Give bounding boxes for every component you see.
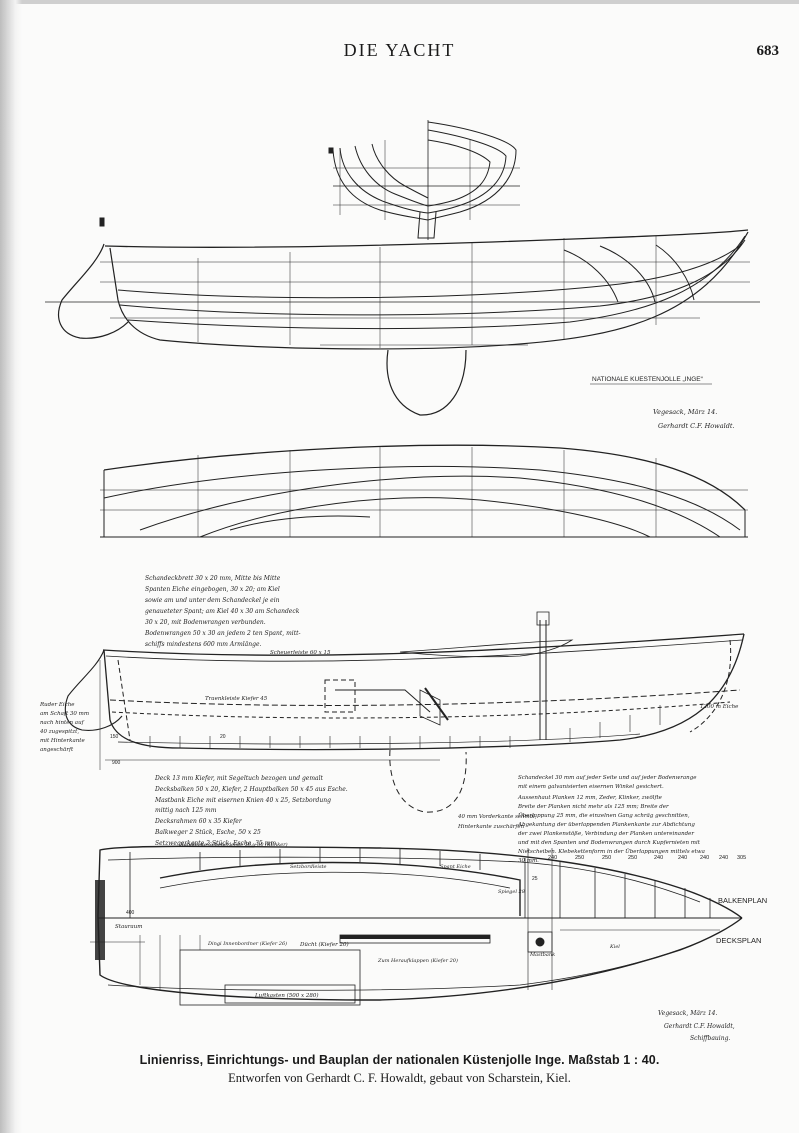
label-dingi: Dingi Innenbordner (Kiefer 26) <box>207 940 287 947</box>
small-dim-400: 400 <box>126 910 135 916</box>
note-right-9: Nietscheiben. Klebekettenform in der Übe… <box>517 848 705 855</box>
note-right-2: mit einem galvanisierten eisernen Winkel… <box>518 784 664 790</box>
signature-bottom-line-3: Schiffbauing. <box>690 1035 730 1042</box>
label-length: 1200 m Eiche <box>700 704 739 710</box>
construction-profile <box>64 611 745 813</box>
label-spiegel: Spiegel 28 <box>498 889 525 895</box>
half-breadth-plan <box>100 444 748 538</box>
small-dim-150: 150 <box>110 734 119 740</box>
label-luftkasten: Luftkasten (500 x 280) <box>254 992 319 999</box>
label-balkenplan: BALKENPLAN <box>718 896 767 905</box>
deck-plan <box>90 845 743 1006</box>
plan-dim-8: 240 <box>719 855 728 861</box>
note-rudder-3: nach hinten auf <box>40 720 85 726</box>
note-mid-1: Deck 13 mm Kiefer, mit Segeltuch bezogen… <box>154 775 324 782</box>
plan-dim-1: 240 <box>548 855 557 861</box>
page-number: 683 <box>756 43 780 59</box>
note-right-5: Überlappung 25 mm, die einzelnen Gang sc… <box>518 812 690 819</box>
figure-caption-credit: Entworfen von Gerhardt C. F. Howaldt, ge… <box>228 1071 571 1085</box>
note-rudder-6: angeschärft <box>40 747 74 753</box>
note-right-3: Aussenhaut Planken 12 mm, Zeder, Klinker… <box>517 795 663 801</box>
note-left-4: genaueteter Spant; am Kiel 40 x 30 am Sc… <box>145 608 300 615</box>
note-left-1: Schandeckbrett 30 x 20 mm, Mitte bis Mit… <box>145 575 281 582</box>
note-left-5: 30 x 20, mit Bodenwrangen verbunden. <box>145 619 266 626</box>
note-right-8: und mit den Spanten und Bodenwrangen dur… <box>518 840 701 846</box>
note-left-2: Spanten Eiche eingebogen, 30 x 20; am Ki… <box>145 586 280 593</box>
plan-dim-7: 240 <box>700 855 709 861</box>
note-left-3: sowie am und unter dem Schandeckel je ei… <box>145 597 280 604</box>
note-rudder-5: mit Hinterkante <box>40 738 85 744</box>
page-top-edge <box>0 0 799 4</box>
note-right-7: der zwei Plankenstöße, Verbindung der Pl… <box>518 831 694 837</box>
label-stauraum: Stauraum <box>115 924 142 930</box>
label-scheuerleiste: Scheuerleiste 60 x 15 <box>270 650 331 656</box>
label-stringer-top: Randleiste Scheuerleiste 50 x 30 (Klinke… <box>179 841 288 848</box>
note-keel-2: Hinterkante zuschärfen <box>457 824 525 830</box>
note-right-6: Abgekantung der überlappenden Plankenkan… <box>517 822 695 828</box>
body-plan <box>328 120 520 240</box>
label-spant-rand: Setzbordleiste <box>290 864 327 870</box>
running-head-title: DIE YACHT <box>343 40 456 60</box>
signature-bottom-line-1: Vegesack, März 14. <box>658 1010 717 1017</box>
label-traenkleiste: Traenkleiste Kiefer 45 <box>205 696 268 702</box>
sheer-plan <box>45 217 760 416</box>
note-mid-3: Mastbank Eiche mit eisernen Knien 40 x 2… <box>154 797 331 804</box>
figure-caption-title: Linienriss, Einrichtungs- und Bauplan de… <box>139 1053 660 1067</box>
plan-dim-9: 305 <box>737 855 746 861</box>
label-duecht: Dücht (Kiefer 20) <box>299 941 349 948</box>
note-rudder-1: Ruder Eiche <box>39 702 75 708</box>
plan-dim-2: 250 <box>575 855 584 861</box>
label-bodenklappen: Zum Heraufklappen (Kiefer 20) <box>377 957 458 964</box>
signature-top-line-1: Vegesack, März 14. <box>653 408 717 416</box>
note-mid-5: Decksrahmen 60 x 35 Kiefer <box>154 818 243 825</box>
plan-dim-6: 240 <box>678 855 687 861</box>
plan-dimension-row: 240 250 250 250 240 240 240 240 305 <box>548 855 746 861</box>
note-right-4: Breite der Planken nicht mehr als 125 mm… <box>517 804 669 810</box>
binding-shadow <box>0 0 22 1133</box>
label-spant: Spant Eiche <box>440 864 471 870</box>
plan-dim-3: 250 <box>602 855 611 861</box>
note-mid-7: Setzwegerkante 2 Stück, Esche, 35 mm <box>155 840 276 847</box>
plan-dim-5: 240 <box>654 855 663 861</box>
note-rudder-4: 40 zugespitzt, <box>39 729 79 735</box>
note-right-10: 30 mm. <box>518 858 539 864</box>
note-rudder-2: am Schaft 30 mm <box>40 711 89 717</box>
sheet-title-label: NATIONALE KUESTENJOLLE „INGE“ <box>592 376 703 383</box>
label-mast: Mastbank <box>529 952 555 958</box>
note-left-6: Bodenwrangen 50 x 30 an jedem 2 ten Span… <box>144 630 301 637</box>
small-dim-25: 25 <box>532 876 538 882</box>
note-mid-2: Decksbalken 50 x 20, Kiefer, 2 Hauptbalk… <box>154 786 348 793</box>
note-keel-1: 40 mm Vorderkante schmal, <box>457 814 537 820</box>
plan-dim-4: 250 <box>628 855 637 861</box>
label-kiel: Kiel <box>609 944 620 950</box>
note-left-7: schiffs mindestens 600 mm Armlänge. <box>145 641 262 648</box>
small-dim-900: 900 <box>112 760 121 766</box>
label-decksplan: DECKSPLAN <box>716 936 761 945</box>
signature-top-line-2: Gerhardt C.F. Howaldt. <box>658 422 735 430</box>
drawing-annotations: NATIONALE KUESTENJOLLE „INGE“ Vegesack, … <box>39 376 767 1042</box>
signature-bottom-line-2: Gerhardt C.F. Howaldt, <box>664 1023 735 1030</box>
note-mid-6: Balkweger 2 Stück, Esche, 50 x 25 <box>154 829 261 836</box>
note-right-1: Schandeckel 30 mm auf jeder Seite und au… <box>518 775 697 781</box>
small-dim-20: 20 <box>220 734 226 740</box>
note-mid-4: mittig nach 125 mm <box>155 807 217 814</box>
